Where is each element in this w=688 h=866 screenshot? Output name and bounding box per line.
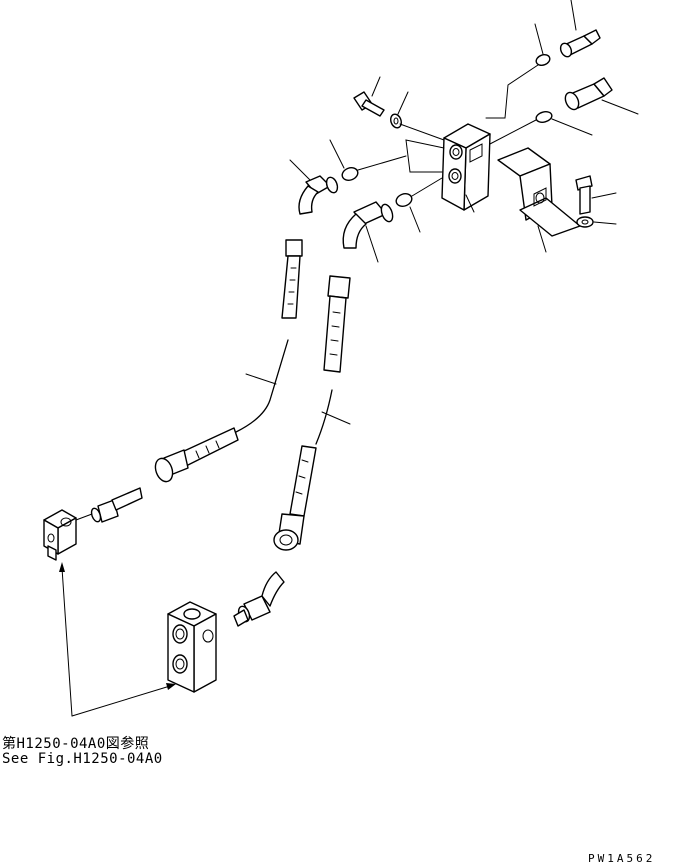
leader-line [365, 225, 379, 263]
arrow-icon [59, 562, 176, 717]
o-ring-icon[interactable] [394, 192, 413, 209]
drawing-code: PW1A562 [588, 852, 656, 865]
o-ring-icon[interactable] [535, 110, 553, 124]
assembly-line [405, 139, 445, 173]
bracket-icon[interactable] [497, 147, 581, 237]
leader-line [371, 76, 381, 97]
leader-line [591, 192, 617, 199]
leader-line [289, 159, 311, 181]
valve-block-icon[interactable] [167, 601, 217, 693]
leader-line [465, 194, 475, 213]
o-ring-icon[interactable] [340, 166, 359, 183]
leader-line [601, 99, 639, 115]
assembly-line [485, 64, 539, 119]
leader-line [397, 91, 409, 115]
adapter-icon[interactable] [90, 487, 143, 523]
leader-line [75, 513, 93, 521]
reference-note-jp: 第H1250-04A0図参照 [2, 736, 150, 752]
bolt-icon[interactable] [575, 175, 593, 215]
elbow-icon[interactable] [342, 201, 395, 249]
reference-note-en: See Fig.H1250-04A0 [2, 751, 163, 767]
leader-line [593, 221, 617, 225]
leader-line [534, 23, 544, 55]
assembly-line [357, 155, 407, 171]
elbow-icon[interactable] [298, 175, 339, 215]
leader-line [409, 206, 421, 233]
o-ring-icon[interactable] [535, 53, 552, 67]
leader-line [551, 118, 593, 136]
adapter-icon[interactable] [563, 77, 613, 112]
assembly-line [399, 123, 445, 141]
elbow-icon[interactable] [233, 571, 285, 627]
leader-line [329, 139, 345, 169]
connector-icon[interactable] [559, 29, 601, 58]
hose-icon[interactable] [152, 239, 303, 484]
assembly-line [411, 177, 443, 197]
leader-line [570, 0, 577, 31]
valve-block-icon[interactable] [43, 509, 77, 561]
bolt-icon[interactable] [353, 91, 385, 117]
washer-icon[interactable] [389, 113, 403, 130]
valve-block-icon[interactable] [441, 123, 491, 211]
assembly-line [487, 119, 537, 146]
leader-line [245, 373, 277, 385]
hose-icon[interactable] [273, 275, 351, 551]
leader-line [537, 225, 547, 253]
washer-icon[interactable] [576, 216, 594, 228]
leader-line [321, 411, 351, 425]
